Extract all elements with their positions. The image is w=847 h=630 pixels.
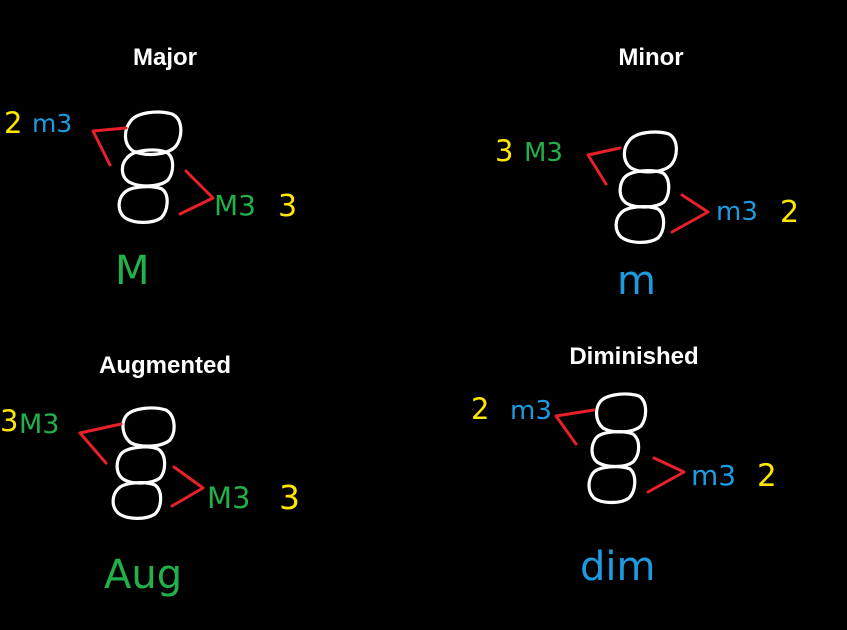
panel-augmented: Augmented 3 M3 M3 3 Aug <box>0 352 300 598</box>
interval-name: m3 <box>510 396 552 426</box>
lower-interval-bracket <box>670 193 710 234</box>
bottom-note <box>111 481 163 520</box>
upper-interval-bracket <box>91 126 128 167</box>
upper-interval-label: 3 M3 <box>0 404 59 440</box>
interval-name: M3 <box>207 481 250 515</box>
panel-title: Major <box>133 44 197 71</box>
chord-symbol: M <box>115 248 150 294</box>
upper-interval-bracket <box>586 146 622 186</box>
interval-name: m3 <box>716 197 758 227</box>
lower-interval-bracket <box>646 456 686 494</box>
interval-number: 3 <box>278 189 297 224</box>
lower-interval-label: m3 2 <box>716 195 799 230</box>
top-note <box>123 110 183 157</box>
panel-major: Major 2 m3 M3 3 M <box>4 44 297 294</box>
lower-interval-label: M3 3 <box>207 478 300 517</box>
lower-interval-label: M3 3 <box>214 189 297 224</box>
top-note <box>121 406 176 448</box>
interval-name: m3 <box>691 459 736 492</box>
chord-symbol: m <box>617 258 656 304</box>
panel-diminished: Diminished 2 m3 m3 2 dim <box>471 343 777 590</box>
interval-name: M3 <box>524 138 563 168</box>
panel-title: Diminished <box>569 343 698 370</box>
middle-note <box>115 445 167 485</box>
upper-interval-label: 2 m3 <box>471 392 552 426</box>
upper-interval-bracket <box>78 422 123 465</box>
interval-name: M3 <box>214 189 256 222</box>
bottom-note <box>587 465 637 505</box>
interval-number: 3 <box>495 134 513 168</box>
interval-number: 3 <box>279 478 300 517</box>
note-stack <box>587 392 648 505</box>
interval-number: 2 <box>471 392 489 426</box>
interval-number: 2 <box>757 458 777 494</box>
middle-note <box>120 148 175 188</box>
note-stack <box>117 110 183 224</box>
upper-interval-label: 3 M3 <box>495 134 563 168</box>
interval-name: m3 <box>32 109 72 138</box>
middle-note <box>618 169 671 209</box>
upper-interval-bracket <box>554 408 596 446</box>
panel-title: Minor <box>618 44 683 71</box>
note-stack <box>614 130 678 244</box>
bottom-note <box>117 185 169 224</box>
top-note <box>595 392 648 434</box>
bottom-note <box>614 205 666 244</box>
interval-name: M3 <box>19 409 59 440</box>
lower-interval-label: m3 2 <box>691 458 777 494</box>
note-stack <box>111 406 176 520</box>
lower-interval-bracket <box>178 169 215 216</box>
interval-number: 2 <box>4 106 22 140</box>
top-note <box>622 130 678 174</box>
lower-interval-bracket <box>170 465 205 508</box>
panel-minor: Minor 3 M3 m3 2 m <box>495 44 799 304</box>
middle-note <box>590 430 641 469</box>
panel-title: Augmented <box>99 352 231 379</box>
upper-interval-label: 2 m3 <box>4 106 72 140</box>
chord-symbol: Aug <box>104 552 182 598</box>
interval-number: 3 <box>0 404 18 438</box>
interval-number: 2 <box>780 195 799 230</box>
chord-symbol: dim <box>580 544 655 590</box>
